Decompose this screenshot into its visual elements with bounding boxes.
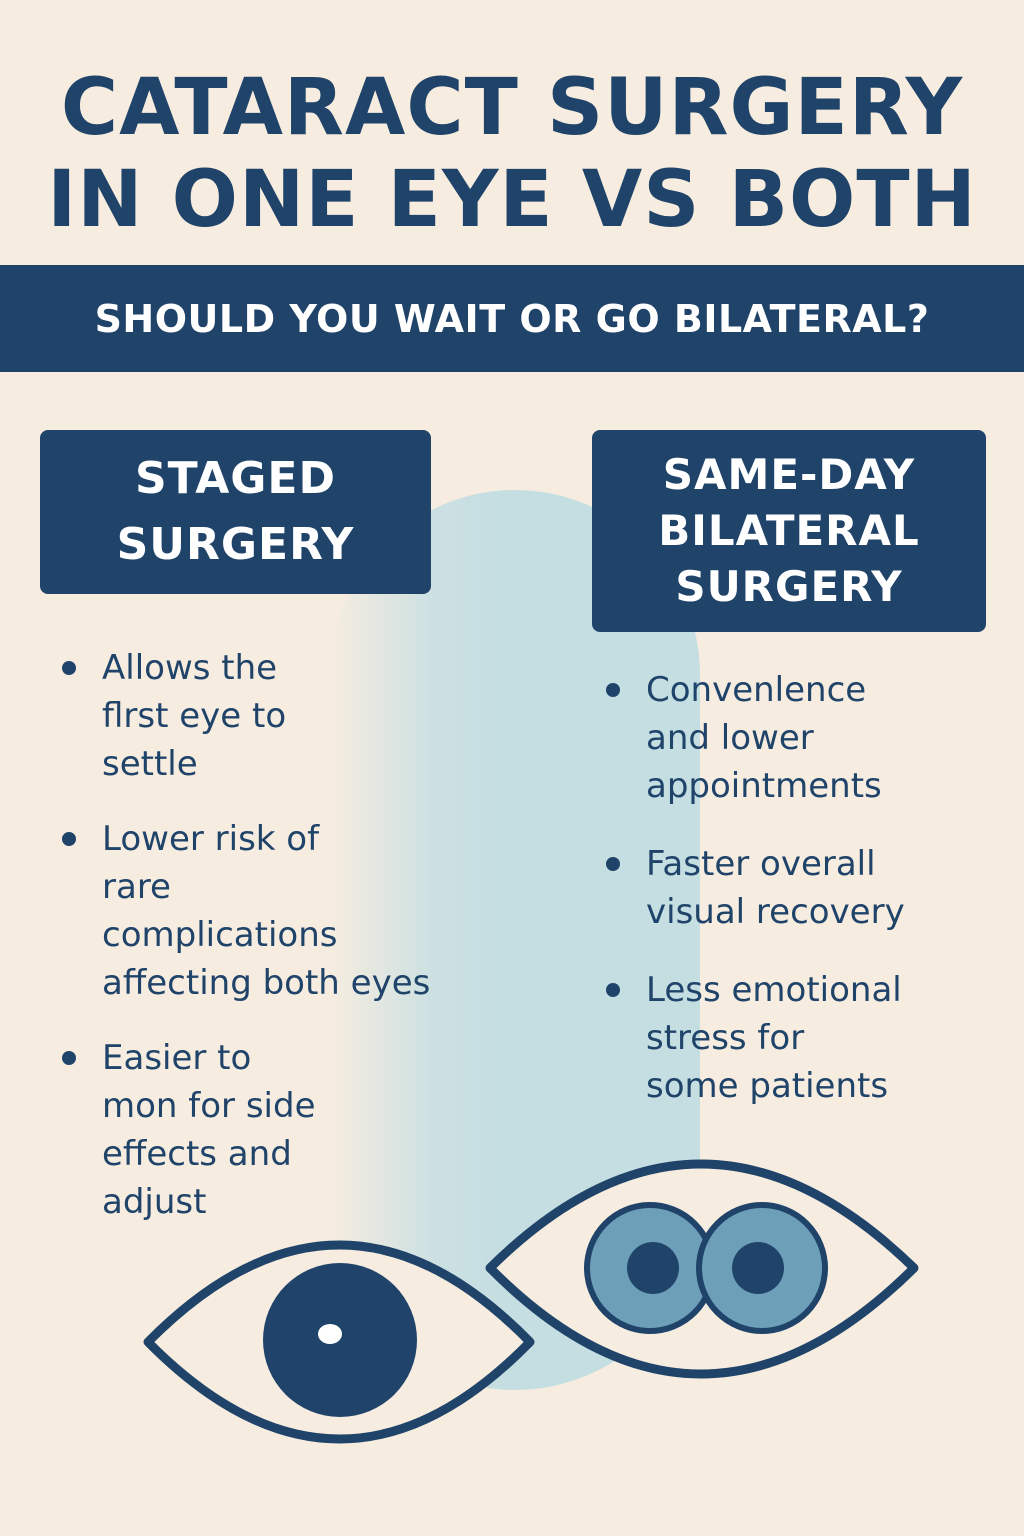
list-item: Easier to mon for side effects and adjus… [40, 1034, 480, 1226]
page-title: CATARACT SURGERY IN ONE EYE VS BOTH [47, 63, 977, 245]
list-item-text: Convenlence and lower appointments [646, 670, 882, 806]
bullet-dot-icon [606, 857, 620, 871]
subtitle: SHOULD YOU WAIT OR GO BILATERAL? [94, 296, 930, 341]
double-iris-eye-icon [485, 1159, 919, 1379]
list-item-text: Easier to mon for side effects and adjus… [102, 1038, 316, 1222]
bullet-dot-icon [606, 683, 620, 697]
bullet-dot-icon [606, 983, 620, 997]
list-item: Less emotional stress for some patients [584, 966, 1004, 1110]
bullet-dot-icon [62, 1051, 76, 1065]
list-item: Allows the flrst eye to settle [40, 644, 480, 788]
list-item: Faster overall visual recovery [584, 840, 1004, 936]
staged-benefits-list: Allows the flrst eye to settle Lower ris… [40, 644, 480, 1253]
bilateral-surgery-heading: SAME-DAY BILATERAL SURGERY [592, 430, 986, 632]
list-item-text: Less emotional stress for some patients [646, 970, 902, 1106]
eyes-illustration [143, 1159, 919, 1444]
bullet-dot-icon [62, 832, 76, 846]
subtitle-banner: SHOULD YOU WAIT OR GO BILATERAL? [0, 265, 1024, 372]
list-item-text: Faster overall visual recovery [646, 844, 905, 932]
bullet-dot-icon [62, 661, 76, 675]
single-eye-icon [143, 1240, 535, 1444]
staged-surgery-heading: STAGED SURGERY [40, 430, 431, 594]
list-item: Convenlence and lower appointments [584, 666, 1004, 810]
list-item-text: Lower risk of rare complications affecti… [102, 819, 431, 1003]
list-item-text: Allows the flrst eye to settle [102, 648, 287, 784]
list-item: Lower risk of rare complications affecti… [40, 815, 480, 1007]
bilateral-benefits-list: Convenlence and lower appointments Faste… [584, 666, 1004, 1140]
